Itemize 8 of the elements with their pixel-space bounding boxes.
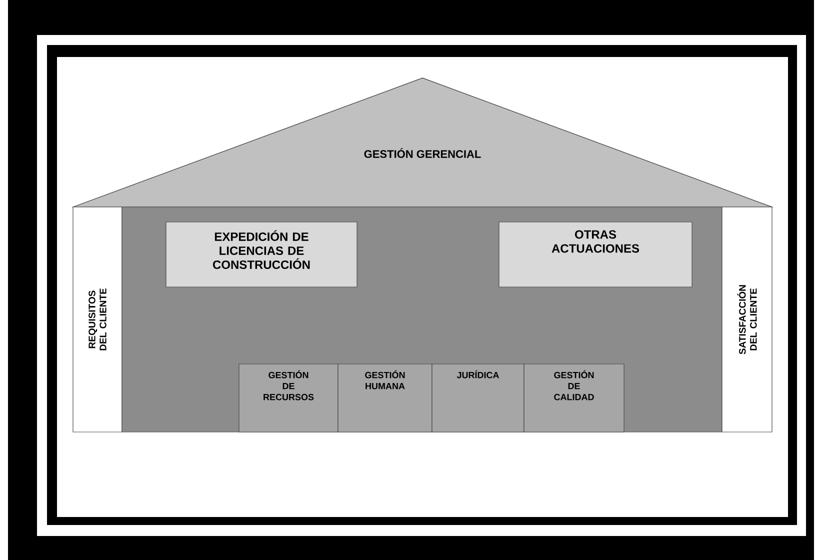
side-column: REQUISITOS DEL CLIENTE xyxy=(72,206,122,432)
process-box: GESTIÓN HUMANA xyxy=(338,364,432,432)
process-box: GESTIÓN DE RECURSOS xyxy=(238,364,338,432)
side-column: SATISFACCIÓN DEL CLIENTE xyxy=(722,206,772,432)
process-box: GESTIÓN DE CALIDAD xyxy=(524,364,624,432)
process-box: EXPEDICIÓN DE LICENCIAS DE CONSTRUCCIÓN xyxy=(166,222,358,288)
process-box: OTRAS ACTUACIONES xyxy=(498,222,692,288)
process-box: JURÍDICA xyxy=(432,364,524,432)
